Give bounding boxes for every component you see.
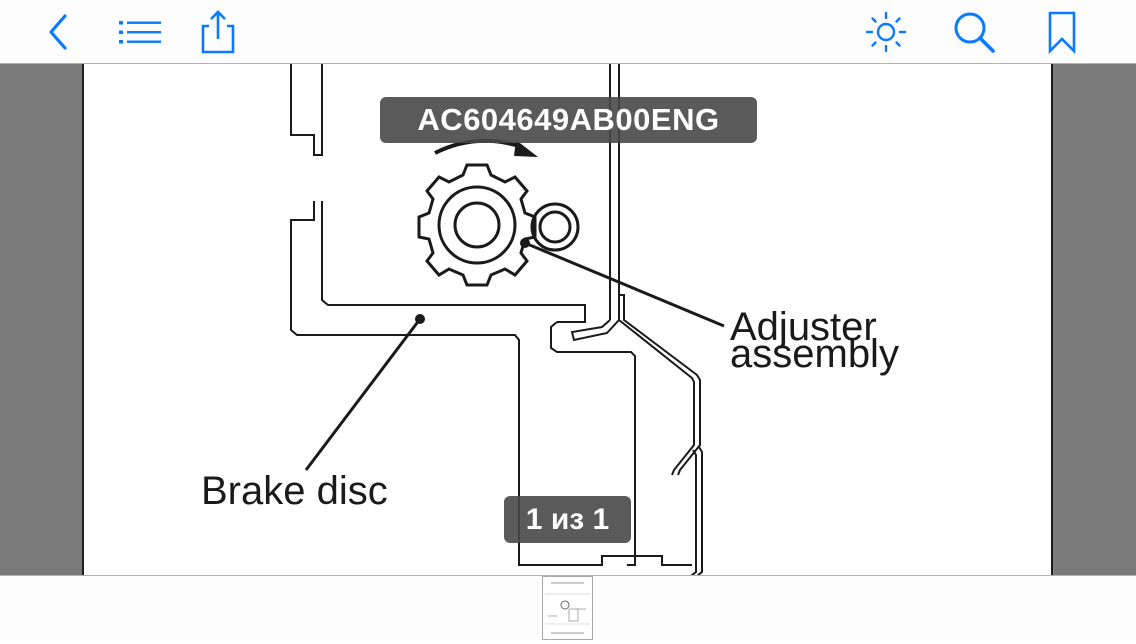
page-thumbnail-image <box>545 582 590 634</box>
list-icon <box>119 21 161 44</box>
technical-diagram <box>290 64 725 575</box>
bookmark-button[interactable] <box>1038 8 1086 56</box>
housing-outline-top <box>290 64 323 156</box>
share-button[interactable] <box>194 8 242 56</box>
adjuster-label-line2: assembly <box>730 332 899 376</box>
thumbnail-strip <box>0 575 1136 640</box>
magnifier-icon <box>954 12 995 53</box>
table-of-contents-button[interactable] <box>116 8 164 56</box>
search-button[interactable] <box>950 8 998 56</box>
brake-disc-label: Brake disc <box>201 469 388 513</box>
adjuster-leader <box>524 241 725 328</box>
back-button[interactable] <box>34 8 82 56</box>
page-thumbnail[interactable] <box>542 576 593 640</box>
adjuster-gear <box>417 163 537 287</box>
page-counter-badge: 1 из 1 <box>504 496 631 543</box>
adjuster-small-gear <box>530 202 580 252</box>
chevron-left-icon <box>49 14 67 50</box>
top-toolbar <box>0 0 1136 64</box>
brake-disc-leader <box>304 318 422 471</box>
adjuster-label-line1: Adjuster <box>730 305 877 349</box>
pdf-page[interactable]: Adjuster assembly Brake disc <box>82 64 1053 575</box>
document-id-badge: AC604649AB00ENG <box>380 97 757 143</box>
share-icon <box>201 10 235 54</box>
housing-outline-lower <box>321 201 586 323</box>
sun-icon <box>865 11 907 53</box>
brightness-button[interactable] <box>862 8 910 56</box>
bookmark-icon <box>1048 11 1076 54</box>
document-viewer[interactable]: Adjuster assembly Brake disc <box>0 64 1136 575</box>
